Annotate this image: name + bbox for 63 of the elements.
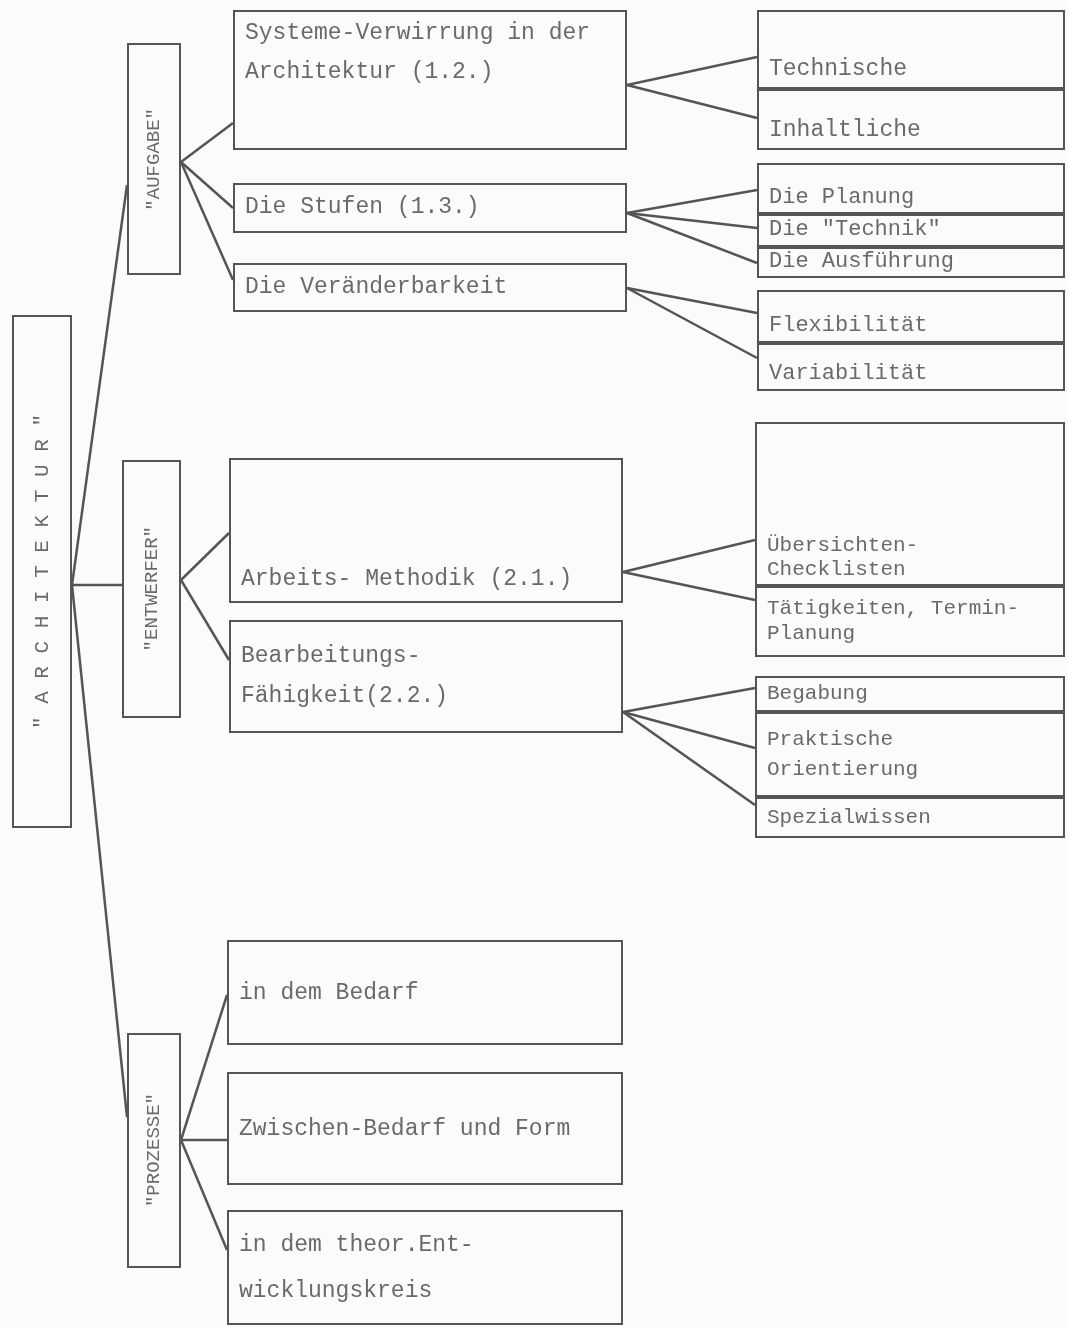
text-box <box>229 620 623 733</box>
box-label: Die Planung <box>769 185 915 210</box>
box-label: Flexibilität <box>769 312 928 339</box>
box-label: Technische <box>769 55 908 85</box>
category-box <box>127 43 181 275</box>
box-label: Variabilität <box>769 360 928 387</box>
box-label: Systeme-Verwirrung in der Architektur (1.2.) <box>245 19 592 88</box>
category-box <box>122 460 181 718</box>
box-label: "ENTWERFER" <box>140 526 163 652</box>
text-box <box>233 183 627 233</box>
connector-line <box>622 686 756 714</box>
text-box <box>757 214 1065 247</box>
box-label: Übersichten- Checklisten <box>767 533 920 582</box>
text-box <box>757 10 1065 89</box>
text-box <box>227 940 623 1045</box>
text-box <box>757 290 1065 343</box>
text-box <box>227 1072 623 1185</box>
text-box <box>757 247 1065 278</box>
text-box <box>229 458 623 603</box>
box-label: Bearbeitungs- Fähigkeit(2.2.) <box>241 642 450 711</box>
box-label: Arbeits- Methodik (2.1.) <box>241 564 573 594</box>
text-box <box>755 676 1065 712</box>
connector-line <box>181 1138 227 1142</box>
box-label: "PROZESSE" <box>143 1093 165 1208</box>
box-label: Begabung <box>767 682 868 706</box>
connector-line <box>626 286 758 360</box>
box-label: Inhaltliche <box>769 116 921 146</box>
connector-line <box>180 122 234 163</box>
text-box <box>757 343 1065 391</box>
box-label: in dem theor.Ent- wicklungskreis <box>239 1230 475 1306</box>
text-box <box>233 263 627 312</box>
box-label: Zwischen-Bedarf und Form <box>239 1114 571 1144</box>
connector-line <box>626 55 758 87</box>
box-label: Tätigkeiten, Termin-Planung <box>767 597 1021 646</box>
connector-line <box>626 83 758 120</box>
box-label: "AUFGABE" <box>143 107 165 211</box>
box-label: Praktische Orientierung <box>767 727 920 783</box>
box-label: Die Ausführung <box>769 250 954 275</box>
text-box <box>757 163 1065 214</box>
box-label: Die Veränderbarkeit <box>245 272 508 302</box>
category-box <box>127 1033 181 1268</box>
text-box <box>755 422 1065 586</box>
text-box <box>233 10 627 150</box>
box-label: " A R C H I T E K T U R " <box>30 413 54 730</box>
text-box <box>757 89 1065 150</box>
category-box <box>12 315 72 828</box>
text-box <box>755 586 1065 657</box>
text-box <box>755 797 1065 838</box>
connector-line <box>72 583 122 587</box>
connector-line <box>180 161 234 209</box>
text-box <box>755 712 1065 797</box>
text-box <box>227 1210 623 1325</box>
connector-line <box>626 211 758 265</box>
box-label: Die "Technik" <box>769 218 941 243</box>
connector-line <box>180 532 230 581</box>
connector-line <box>626 188 758 215</box>
connector-line <box>622 570 756 602</box>
box-label: in dem Bedarf <box>239 978 419 1008</box>
box-label: Die Stufen (1.3.) <box>245 193 480 223</box>
connector-line <box>626 286 758 315</box>
connector-line <box>622 538 756 574</box>
connector-line <box>622 710 756 750</box>
box-label: Spezialwissen <box>767 805 931 830</box>
